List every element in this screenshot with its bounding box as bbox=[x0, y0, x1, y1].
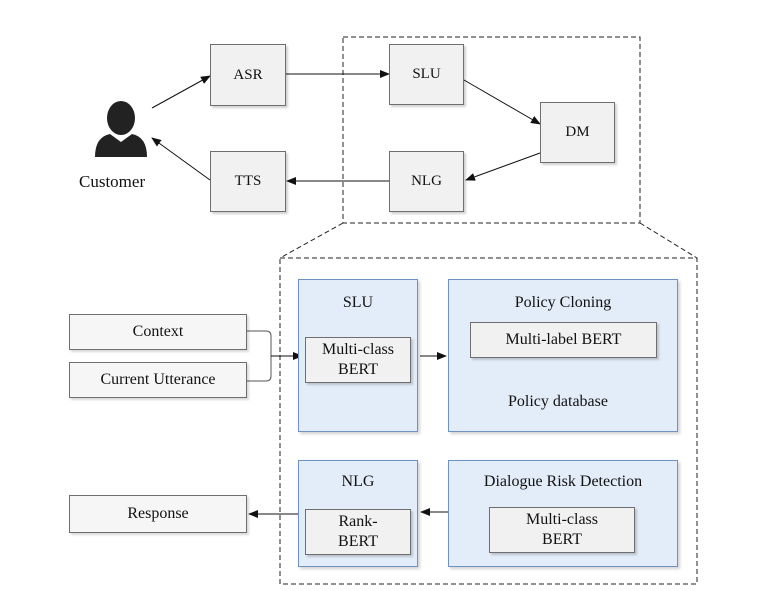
arrow-slu-dm bbox=[463, 79, 541, 125]
zoom-line-left bbox=[279, 222, 344, 259]
nlg-panel-title: NLG bbox=[341, 473, 375, 490]
arrow-tts-customer bbox=[151, 137, 211, 181]
policy-panel-title: Policy Cloning bbox=[514, 294, 612, 311]
policy-cloning-panel: Policy Cloning Multi-label BERT Policy d… bbox=[448, 279, 678, 432]
context-box: Context bbox=[69, 314, 247, 350]
tts-box: TTS bbox=[210, 151, 286, 212]
policy-database-label: Policy database bbox=[508, 393, 608, 410]
asr-box: ASR bbox=[210, 44, 286, 106]
rank-bert-box: Rank- BERT bbox=[305, 509, 411, 555]
customer-person-icon bbox=[95, 101, 147, 157]
response-box: Response bbox=[69, 495, 247, 533]
multi-label-bert-box: Multi-label BERT bbox=[470, 322, 657, 358]
dashed-group-detail bbox=[279, 257, 698, 585]
dm-box: DM bbox=[540, 102, 615, 163]
current-utterance-box: Current Utterance bbox=[69, 362, 247, 398]
risk-panel-title: Dialogue Risk Detection bbox=[483, 473, 643, 490]
arrow-dm-nlg bbox=[465, 152, 541, 181]
risk-model-box: Multi-class BERT bbox=[489, 507, 635, 553]
nlg-panel: NLG Rank- BERT bbox=[298, 460, 418, 567]
dashed-group-top bbox=[342, 36, 641, 224]
slu-box: SLU bbox=[389, 44, 464, 105]
slu-panel: SLU Multi-class BERT bbox=[298, 279, 418, 432]
slu-panel-title: SLU bbox=[342, 294, 374, 311]
customer-label: Customer bbox=[79, 172, 146, 191]
zoom-line-right bbox=[639, 222, 698, 259]
arrow-customer-asr bbox=[151, 75, 211, 109]
slu-model-box: Multi-class BERT bbox=[305, 337, 411, 383]
nlg-box: NLG bbox=[389, 151, 464, 212]
bracket-inputs bbox=[247, 330, 272, 382]
risk-detection-panel: Dialogue Risk Detection Multi-class BERT bbox=[448, 460, 678, 567]
